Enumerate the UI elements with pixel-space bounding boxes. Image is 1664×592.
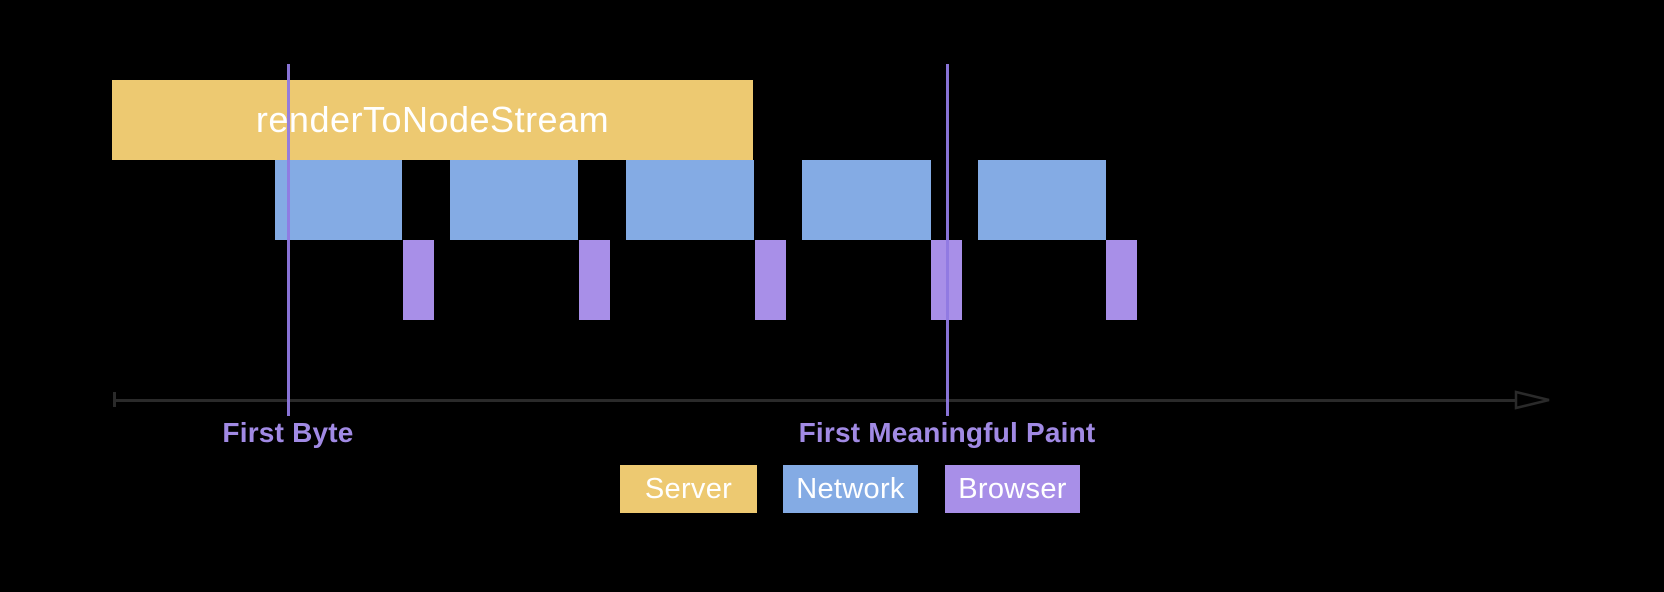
- browser-render-bar: [755, 240, 786, 320]
- marker-label-0: First Byte: [222, 417, 354, 448]
- server-render-bar-label: renderToNodeStream: [255, 99, 610, 140]
- marker-label-1: First Meaningful Paint: [798, 417, 1096, 448]
- browser-render-bar: [1106, 240, 1137, 320]
- network-request-bar: [802, 160, 931, 240]
- network-request-bar: [275, 160, 402, 240]
- legend-label-network: Network: [796, 472, 905, 505]
- browser-render-bar: [403, 240, 434, 320]
- marker-line-1: [946, 64, 949, 416]
- time-axis-start-tick: [113, 392, 116, 407]
- time-axis-arrowhead-icon: [1514, 390, 1550, 410]
- time-axis-line: [114, 399, 1545, 402]
- server-render-bar: renderToNodeStream: [112, 80, 753, 160]
- legend-chip-network: Network: [783, 465, 918, 513]
- network-request-bar: [978, 160, 1106, 240]
- network-request-bar: [626, 160, 754, 240]
- legend-label-browser: Browser: [958, 472, 1067, 505]
- network-request-bar: [450, 160, 578, 240]
- browser-render-bar: [579, 240, 610, 320]
- legend-chip-browser: Browser: [945, 465, 1080, 513]
- legend-label-server: Server: [644, 472, 733, 505]
- marker-line-0: [287, 64, 290, 416]
- legend-chip-server: Server: [620, 465, 757, 513]
